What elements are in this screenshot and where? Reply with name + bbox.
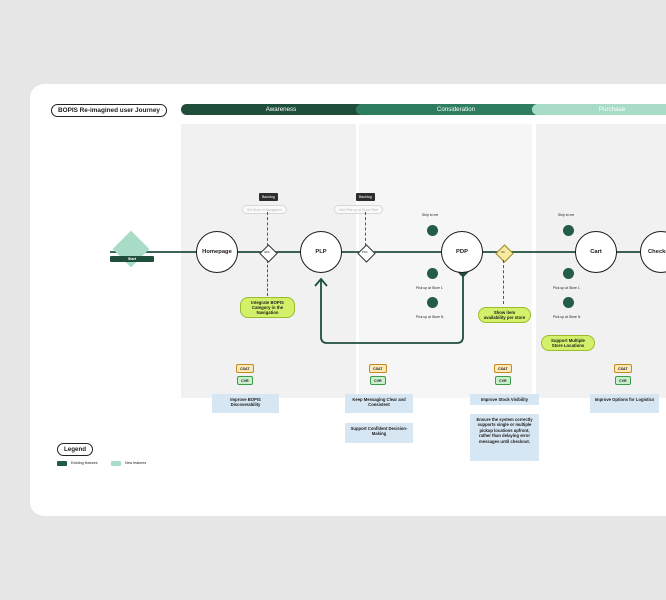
legend-label-existing: Existing features: [71, 461, 98, 465]
feature-multiple-stores: Support Multiple Store Locations: [541, 335, 595, 352]
pdp-option-dot-ship[interactable]: [427, 225, 438, 236]
node-pdp[interactable]: PDP: [441, 231, 483, 273]
node-plp[interactable]: PLP: [300, 231, 342, 273]
pdp-option-dot-storeN[interactable]: [427, 297, 438, 308]
csat-badge-2: CSAT: [369, 364, 387, 373]
backlog-item-pickup-filter: Add Pick up at Store Filter: [334, 205, 384, 214]
dashed-connector-1: [267, 212, 268, 246]
dashed-connector-4: [503, 260, 504, 304]
phase-purchase: Purchase: [532, 104, 666, 115]
return-loop-line: [320, 272, 464, 344]
dashed-connector-2: [365, 212, 366, 246]
backlog-badge-2: Backlog: [356, 193, 375, 201]
backlog-item-set-store: Set Store in Navigation: [242, 205, 287, 214]
pdp-option-label-store1: Pick up at Store 1: [416, 286, 443, 290]
csat-badge-3: CSAT: [494, 364, 512, 373]
csat-badge-4: CSAT: [614, 364, 632, 373]
insight-discoverability: Improve BOPIS Discoverability: [212, 394, 279, 413]
cart-option-label-store1: Pick up at Store 1: [553, 286, 580, 290]
insight-decision-making: Support Confident Decision-Making: [345, 423, 413, 443]
page-title: BOPIS Re-imagined user Journey: [51, 104, 167, 117]
csat-badge-1: CSAT: [236, 364, 254, 373]
start-label: Start: [110, 256, 154, 262]
cart-option-label-ship: Ship to me: [558, 213, 575, 217]
feature-integrate-bopis: Integrate BOPIS Category in the Navigati…: [240, 297, 295, 319]
legend-title: Legend: [57, 443, 94, 456]
phase-consideration: Consideration: [356, 104, 556, 115]
insight-messaging: Keep Messaging Clear and Consistent: [345, 394, 413, 413]
cart-option-dot-ship[interactable]: [563, 225, 574, 236]
cvr-badge-1: CVR: [237, 376, 253, 385]
pdp-option-label-storeN: Pick up at Store N: [416, 315, 444, 319]
phase-awareness: Awareness: [181, 104, 381, 115]
cart-option-label-storeN: Pick up at Store N: [553, 315, 581, 319]
cvr-badge-3: CVR: [495, 376, 511, 385]
insight-logistics: Improve Options for Logistics: [590, 394, 659, 413]
cart-option-dot-store1[interactable]: [563, 268, 574, 279]
node-cart[interactable]: Cart: [575, 231, 617, 273]
legend-label-new: New features: [125, 461, 147, 465]
insight-stock-visibility: Improve Stock Visibility: [470, 394, 539, 405]
legend-swatch-new: [111, 461, 121, 466]
feature-show-availability: Show item availability per store: [478, 307, 531, 324]
insight-pickup-locations: Ensure the system correctly supports sin…: [470, 414, 539, 461]
return-arrow: [314, 277, 328, 287]
decision-label-2: PDC: [362, 251, 368, 254]
pdp-option-dot-store1[interactable]: [427, 268, 438, 279]
legend-swatch-existing: [57, 461, 67, 466]
cvr-badge-4: CVR: [615, 376, 631, 385]
pdp-option-label-ship: Ship to me: [422, 213, 439, 217]
node-homepage[interactable]: Homepage: [196, 231, 238, 273]
dashed-connector-3: [267, 260, 268, 296]
decision-label-1: HDC: [264, 251, 270, 254]
backlog-badge-1: Backlog: [259, 193, 278, 201]
cart-option-dot-storeN[interactable]: [563, 297, 574, 308]
decision-label-3: NC: [501, 251, 505, 254]
cvr-badge-2: CVR: [370, 376, 386, 385]
